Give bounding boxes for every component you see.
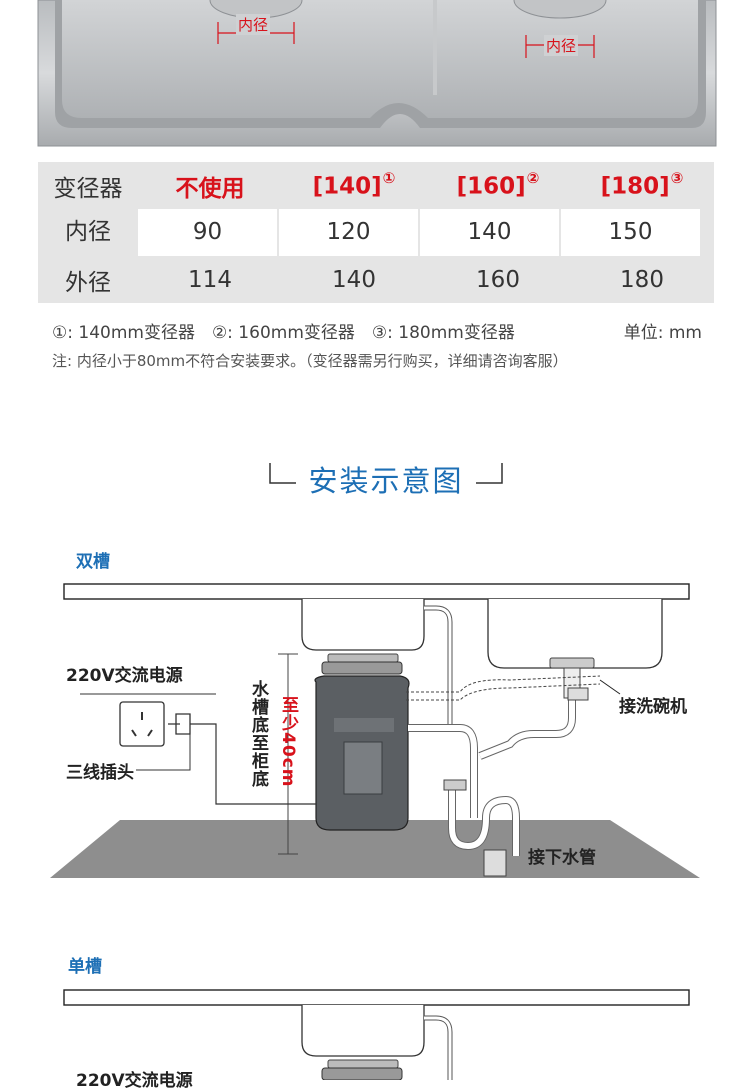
table-cell: 114	[188, 266, 232, 293]
table-cell: 120	[279, 209, 418, 256]
notes: ①: 140mm变径器 ②: 160mm变径器 ③: 180mm变径器 单位: …	[52, 318, 732, 374]
right-inner-diameter-label: 内径	[544, 35, 579, 56]
minimum-height-label: 至少40cm	[278, 696, 298, 788]
unit-text: 单位: mm	[623, 323, 702, 343]
footnote-line: ①: 140mm变径器 ②: 160mm变径器 ③: 180mm变径器 单位: …	[52, 318, 732, 348]
table-row: 内径 90 120 140 150	[38, 209, 714, 256]
table-header-cell: 变径器	[53, 175, 123, 202]
table-cell: 90	[138, 209, 277, 256]
plug-label: 三线插头	[66, 763, 134, 783]
footnote-mark: ③	[670, 169, 684, 188]
table-header-cell: [180]③	[600, 169, 684, 200]
single-sink-diagram	[63, 989, 690, 1080]
sink-photo: 内径 内径	[0, 0, 750, 150]
table-cell: 160	[476, 266, 520, 293]
power-label: 220V交流电源	[66, 666, 183, 686]
section-heading: 安装示意图	[268, 459, 504, 503]
table-header-cell: 不使用	[175, 175, 245, 202]
table-header-row: 变径器 不使用 [140]① [160]② [180]③	[38, 162, 714, 209]
footnote-mark: ①	[382, 169, 396, 188]
left-inner-diameter-label: 内径	[236, 14, 271, 35]
table-cell: 180	[620, 266, 664, 293]
table-cell: 140	[332, 266, 376, 293]
heading-bracket-frame	[269, 463, 503, 484]
drain-pipe-label: 接下水管	[528, 848, 596, 868]
table-header-cell: [140]①	[312, 169, 396, 200]
double-sink-title: 双槽	[76, 552, 110, 572]
single-power-label: 220V交流电源	[76, 1071, 193, 1091]
footnote-text: ①: 140mm变径器 ②: 160mm变径器 ③: 180mm变径器	[52, 323, 515, 343]
single-sink-title: 单槽	[68, 957, 102, 977]
table-row-label: 外径	[65, 269, 111, 296]
footnote-mark: ②	[526, 169, 540, 188]
double-sink-diagram	[50, 583, 700, 878]
note-text: 注: 内径小于80mm不符合安装要求。（变径器需另行购买，详细请咨询客服）	[52, 352, 568, 370]
table-row-label: 内径	[38, 209, 138, 256]
table-cell: 140	[420, 209, 559, 256]
dishwasher-label: 接洗碗机	[619, 697, 687, 717]
converter-table: 变径器 不使用 [140]① [160]② [180]③ 内径 90 120 1…	[38, 162, 714, 303]
sink-illustration	[37, 0, 717, 147]
table-row: 外径 114 140 160 180	[38, 256, 714, 303]
sink-to-cabinet-label: 水槽底至柜底	[248, 680, 268, 788]
table-header-cell: [160]②	[456, 169, 540, 200]
section-title: 安装示意图	[308, 464, 464, 498]
table-cell: 150	[561, 209, 700, 256]
